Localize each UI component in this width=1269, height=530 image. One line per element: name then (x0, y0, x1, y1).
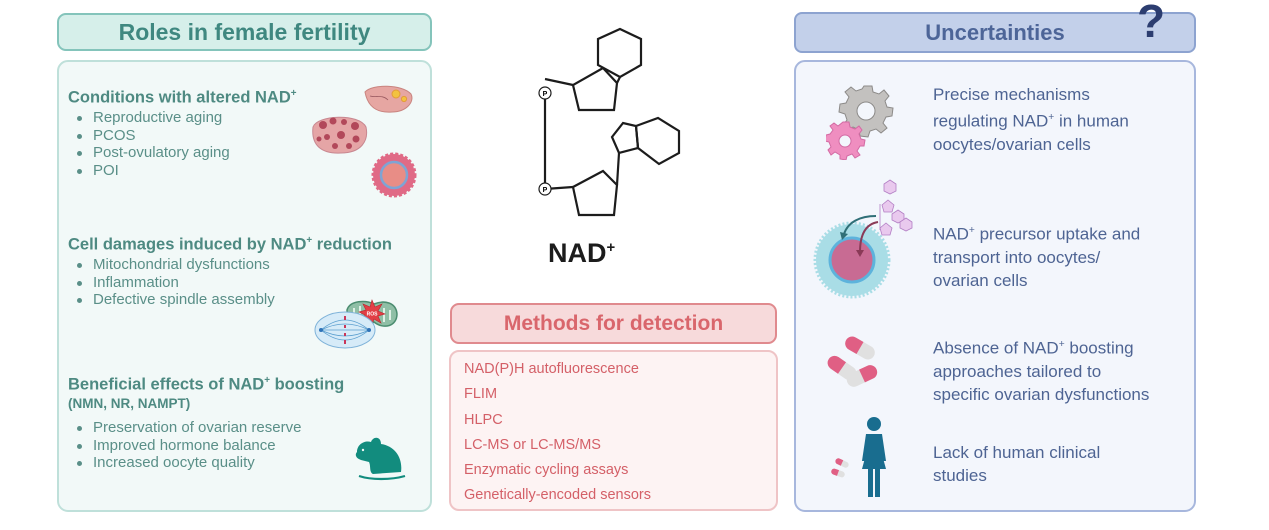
spindle-icon (314, 311, 376, 349)
woman-figure (862, 417, 886, 497)
uncertainty-text-line: Absence of NAD+ boosting (933, 338, 1134, 358)
methods-title-banner: Methods for detection (450, 303, 777, 344)
method-item: Enzymatic cycling assays (464, 462, 629, 479)
list-item: Inflammation (73, 274, 275, 292)
methods-panel: NAD(P)H autofluorescence FLIM HLPC LC-MS… (449, 350, 778, 511)
superscript-plus: + (1058, 339, 1065, 350)
uncertainty-item: NAD+ precursor uptake and transport into… (933, 219, 1140, 292)
cell-damages-heading-suffix: reduction (312, 235, 392, 254)
superscript-plus: + (968, 225, 975, 236)
adenine-ring-5 (610, 121, 640, 155)
uncertainty-text-line: Precise mechanisms (933, 85, 1090, 104)
nad-label-text: NAD (548, 238, 607, 268)
uncertainty-text-line: regulating NAD+ in human (933, 111, 1129, 131)
uncertainty-item: Lack of human clinical studies (933, 441, 1100, 487)
beneficial-effects-list: Preservation of ovarian reserve Improved… (73, 419, 301, 472)
roles-title: Roles in female fertility (118, 18, 371, 45)
conditions-list: Reproductive aging PCOS Post-ovulatory a… (73, 109, 230, 179)
method-item: FLIM (464, 386, 498, 403)
cell-damages-heading: Cell damages induced by NAD+ reduction (68, 235, 392, 255)
uncertainties-title-banner: Uncertainties (794, 12, 1196, 53)
list-item: Defective spindle assembly (73, 291, 275, 309)
list-item: PCOS (73, 127, 230, 145)
polycystic-ovary-icon (312, 116, 368, 154)
uncertainty-text-line: Lack of human clinical (933, 443, 1101, 462)
adenine-ring-6 (634, 116, 681, 166)
phosphate-bottom: P (538, 182, 552, 196)
uncertainty-text-line: transport into oocytes/ (933, 247, 1101, 267)
method-item: Genetically-encoded sensors (464, 487, 651, 504)
cell-damages-heading-text: Cell damages induced by NAD (68, 235, 307, 254)
uncertainty-text-line: ovarian cells (933, 270, 1028, 290)
ovary-icon (364, 85, 413, 113)
methods-list: NAD(P)H autofluorescence FLIM HLPC LC-MS… (464, 357, 651, 509)
list-item: Preservation of ovarian reserve (73, 419, 301, 437)
ros-label: ROS (367, 312, 379, 318)
uncertainty-text-line: approaches tailored to (933, 361, 1102, 381)
nad-molecule-diagram: P P (538, 27, 681, 217)
uncertainty-text-line: NAD+ precursor uptake and (933, 224, 1141, 244)
conditions-heading-text: Conditions with altered NAD (68, 88, 291, 107)
method-item: NAD(P)H autofluorescence (464, 361, 639, 377)
phosphate-label: P (543, 91, 548, 98)
ribose-ring-bottom (571, 169, 619, 217)
list-item: Increased oocyte quality (73, 454, 301, 472)
uncertainty-text-line: studies (933, 466, 987, 485)
beneficial-effects-heading: Beneficial effects of NAD+ boosting (68, 375, 344, 395)
cell-damages-list: Mitochondrial dysfunctions Inflammation … (73, 256, 275, 309)
methods-title: Methods for detection (503, 311, 724, 335)
uncertainty-item: Absence of NAD+ boosting approaches tail… (933, 333, 1149, 406)
method-item: HLPC (464, 411, 503, 428)
gears-icon (826, 85, 894, 160)
roles-panel: Conditions with altered NAD+ Reproductiv… (57, 60, 432, 512)
list-item: Improved hormone balance (73, 437, 301, 455)
superscript-plus: + (306, 235, 313, 246)
mouse-icon (355, 437, 406, 481)
superscript-plus: + (606, 240, 616, 256)
list-item: Reproductive aging (73, 109, 230, 127)
ribose-ring-top (571, 66, 619, 112)
superscript-plus: + (1048, 112, 1055, 123)
list-item: POI (73, 162, 230, 180)
question-mark-icon: ? (1137, 0, 1166, 47)
uncertainty-item: Precise mechanisms regulating NAD+ in hu… (933, 83, 1129, 156)
conditions-heading: Conditions with altered NAD+ (68, 88, 297, 108)
capsules-icon (827, 336, 878, 387)
follicle-icon (371, 152, 417, 198)
superscript-plus: + (290, 88, 297, 99)
woman-pills-icon (831, 417, 886, 497)
list-item: Mitochondrial dysfunctions (73, 256, 275, 274)
beneficial-heading-suffix: boosting (270, 375, 345, 394)
uncertainties-title: Uncertainties (925, 19, 1065, 45)
uncertainty-text-line: oocytes/ovarian cells (933, 134, 1091, 154)
superscript-plus: + (264, 375, 270, 386)
method-item: LC-MS or LC-MS/MS (464, 436, 601, 453)
uncertainties-panel: Precise mechanisms regulating NAD+ in hu… (794, 60, 1196, 512)
oocyte-uptake-icon (813, 179, 913, 299)
nad-label: NAD+ (548, 238, 615, 269)
phosphate-label: P (543, 187, 548, 194)
boosters-subheading: (NMN, NR, NAMPT) (68, 396, 191, 411)
beneficial-heading-text: Beneficial effects of NAD (68, 375, 265, 394)
phosphate-top: P (538, 86, 552, 100)
list-item: Post-ovulatory aging (73, 144, 230, 162)
uncertainty-text-line: specific ovarian dysfunctions (933, 384, 1150, 404)
roles-title-banner: Roles in female fertility (57, 13, 432, 51)
